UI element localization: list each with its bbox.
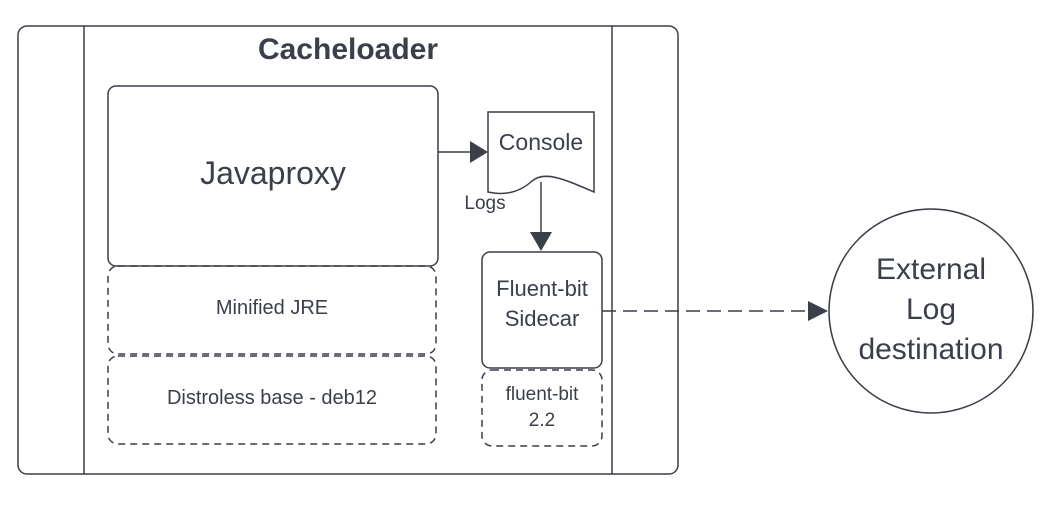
sidecar-label-line1: Fluent-bit xyxy=(496,276,588,301)
fluent-bit-sidecar-box xyxy=(481,251,603,369)
distroless-base-label: Distroless base - deb12 xyxy=(166,386,378,409)
console-document-shape xyxy=(487,111,595,195)
logs-label: Logs xyxy=(464,193,506,214)
container-title: Cacheloader xyxy=(257,33,439,66)
external-line1: External xyxy=(875,253,987,286)
external-log-destination-circle xyxy=(828,208,1034,414)
fluent-bit-version-box xyxy=(481,369,603,447)
fluentbit-version-line1: fluent-bit xyxy=(505,384,579,405)
fluentbit-version-line2: 2.2 xyxy=(528,410,556,431)
external-log-destination-label: External Log destination xyxy=(829,250,1033,374)
external-line3: destination xyxy=(858,333,1004,366)
external-line2: Log xyxy=(905,293,957,326)
fluent-bit-version-label: fluent-bit 2.2 xyxy=(482,382,602,436)
sidecar-to-external-arrowhead xyxy=(808,301,828,321)
javaproxy-box xyxy=(107,85,439,267)
console-label: Console xyxy=(498,128,584,155)
console-to-sidecar-arrowhead xyxy=(530,232,552,251)
javaproxy-label: Javaproxy xyxy=(200,154,346,191)
sidecar-label-line2: Sidecar xyxy=(504,306,580,331)
cacheloader-container xyxy=(17,25,679,475)
minified-jre-label: Minified JRE xyxy=(215,296,329,319)
fluent-bit-sidecar-label: Fluent-bit Sidecar xyxy=(482,274,602,344)
javaproxy-to-console-arrowhead xyxy=(470,141,488,163)
